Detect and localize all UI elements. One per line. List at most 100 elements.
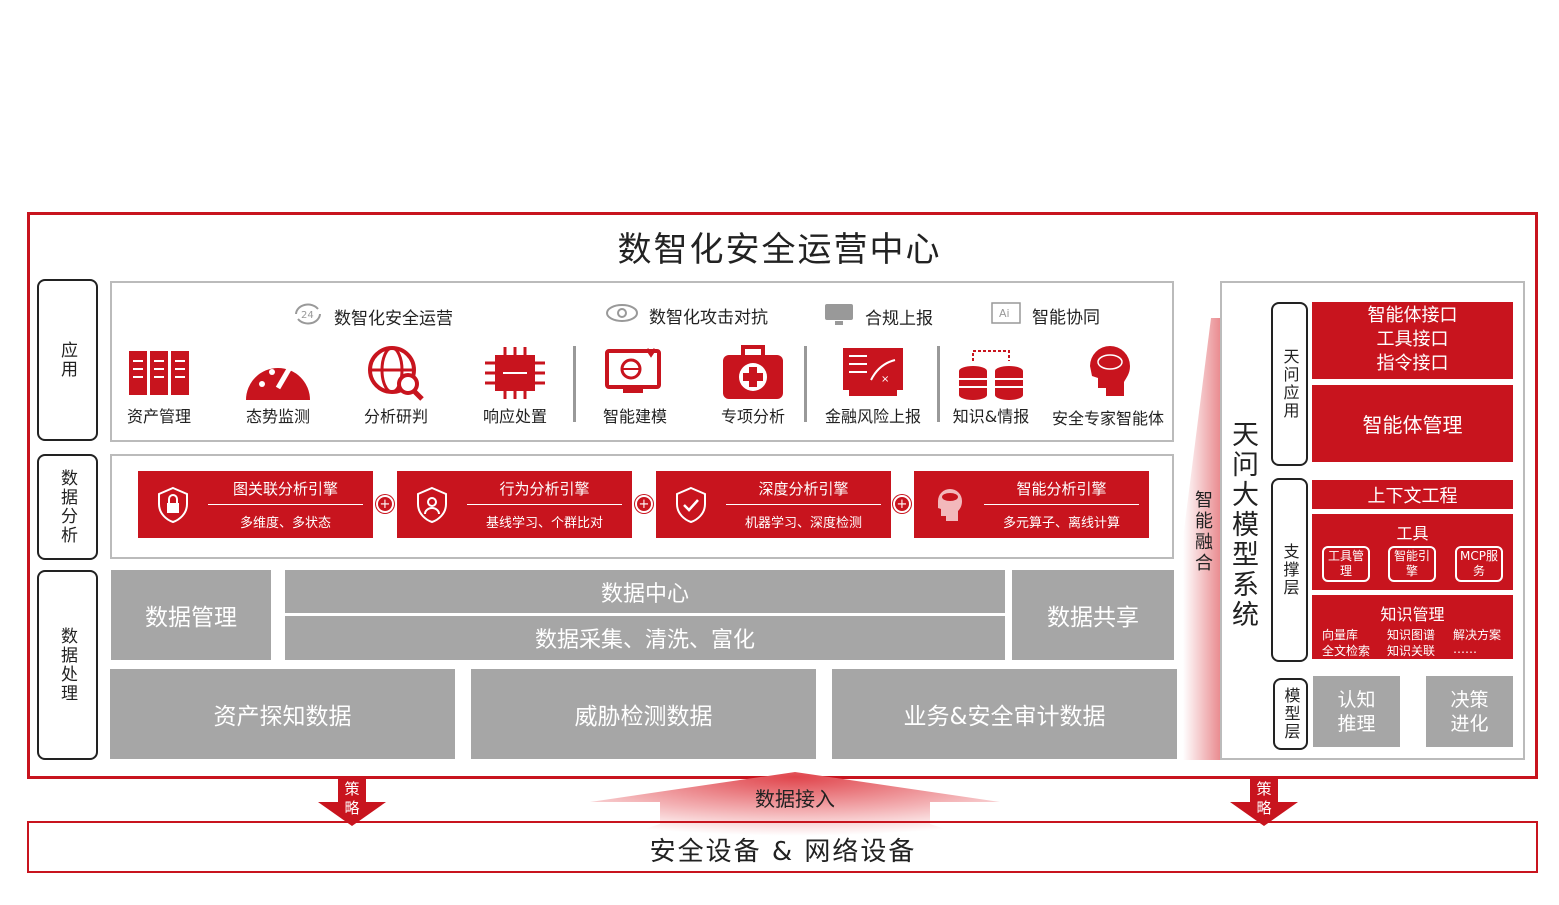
knowledge-box: 知识管理 向量库 知识图谱 解决方案 全文检索 知识关联 …… <box>1312 595 1513 659</box>
engine-desc: 多元算子、离线计算 <box>1002 516 1120 531</box>
app-asset-mgmt: 资产管理 <box>118 345 200 427</box>
engine-graph: 图关联分析引擎 多维度、多状态 <box>138 471 373 538</box>
board-icon: × <box>837 345 909 401</box>
engine-desc: 基线学习、个群比对 <box>485 516 603 531</box>
plus-icon: + <box>635 495 653 513</box>
tool-mcp: MCP服务 <box>1455 546 1503 582</box>
app-special: 专项分析 <box>712 345 794 427</box>
category-collab: Ai 智能协同 <box>990 301 1100 330</box>
gauge-icon <box>242 345 314 401</box>
layer-model: 模型层 <box>1273 678 1308 750</box>
device-bar <box>27 821 1538 873</box>
knowledge-item: 知识关联 <box>1387 644 1436 658</box>
plus-icon: + <box>893 495 911 513</box>
engine-name: 深度分析引擎 <box>726 478 881 505</box>
category-label: 数智化攻击对抗 <box>649 308 768 328</box>
category-label: 数智化安全运营 <box>334 309 453 329</box>
monitor-icon <box>823 301 855 332</box>
divider <box>573 346 576 422</box>
monitor-globe-icon <box>599 345 671 401</box>
knowledge-item: 全文检索 <box>1322 644 1371 658</box>
chip-icon <box>479 345 551 401</box>
audit-data: 业务&安全审计数据 <box>832 669 1177 759</box>
medical-kit-icon <box>717 345 789 401</box>
24h-cycle-icon: 24 <box>292 301 324 332</box>
threat-data: 威胁检测数据 <box>471 669 816 759</box>
app-label: 知识&情报 <box>952 407 1030 426</box>
app-response: 响应处置 <box>474 345 556 427</box>
context-eng: 上下文工程 <box>1312 480 1513 509</box>
engine-intelligent: 智能分析引擎 多元算子、离线计算 <box>914 471 1149 538</box>
head-ai-icon <box>914 485 984 525</box>
command-interface: 指令接口 <box>1376 353 1449 374</box>
knowledge-item: 向量库 <box>1322 628 1359 642</box>
engine-deep: 深度分析引擎 机器学习、深度检测 <box>656 471 891 538</box>
app-expert-agent: 安全专家智能体 <box>1042 345 1174 429</box>
category-label: 智能协同 <box>1032 308 1100 328</box>
app-knowledge: 知识&情报 <box>948 345 1034 427</box>
server-rack-icon <box>123 345 195 401</box>
engine-desc: 多维度、多状态 <box>239 516 331 531</box>
divider <box>804 346 807 422</box>
engine-desc: 机器学习、深度检测 <box>744 516 862 531</box>
eye-scan-icon <box>605 301 639 330</box>
shield-check-icon <box>656 486 726 524</box>
policy-label-right: 策略 <box>1256 780 1272 817</box>
engine-name: 智能分析引擎 <box>984 478 1139 505</box>
plus-icon: + <box>376 495 394 513</box>
category-compliance: 合规上报 <box>823 301 933 332</box>
agent-interface: 智能体接口 <box>1367 305 1458 326</box>
label-app: 应用 <box>37 279 98 441</box>
svg-text:Ai: Ai <box>999 307 1010 320</box>
app-label: 响应处置 <box>482 407 547 426</box>
app-label: 安全专家智能体 <box>1051 409 1164 428</box>
knowledge-item: 解决方案 <box>1453 628 1502 642</box>
engine-behavior: 行为分析引擎 基线学习、个群比对 <box>397 471 632 538</box>
asset-data: 资产探知数据 <box>110 669 455 759</box>
engine-name: 行为分析引擎 <box>467 478 622 505</box>
app-label: 智能建模 <box>602 407 667 426</box>
label-analysis: 数据分析 <box>37 454 98 560</box>
tool-interface: 工具接口 <box>1376 329 1449 350</box>
app-modeling: 智能建模 <box>594 345 676 427</box>
head-brain-icon <box>1072 345 1144 401</box>
label-processing: 数据处理 <box>37 570 98 760</box>
app-label: 专项分析 <box>720 407 785 426</box>
category-ops: 24 数智化安全运营 <box>292 301 453 332</box>
fusion-label: 智能融合 <box>1192 490 1213 574</box>
globe-search-icon <box>360 345 432 401</box>
app-analysis: 分析研判 <box>355 345 437 427</box>
shield-user-icon <box>397 486 467 524</box>
app-label: 分析研判 <box>363 407 428 426</box>
data-share: 数据共享 <box>1012 570 1174 660</box>
app-finance-report: × 金融风险上报 <box>815 345 931 427</box>
divider <box>937 346 940 422</box>
tools-box: 工具 工具管理 智能引擎 MCP服务 <box>1312 514 1513 590</box>
tool-engine: 智能引擎 <box>1388 546 1436 582</box>
data-center: 数据中心 <box>285 570 1005 613</box>
llm-title: 天问大模型系统 <box>1227 420 1258 630</box>
device-label: 安全设备 & 网络设备 <box>649 837 917 867</box>
data-collect: 数据采集、清洗、富化 <box>285 616 1005 660</box>
policy-arrow-right <box>1230 778 1298 826</box>
interfaces-box: 智能体接口 工具接口 指令接口 <box>1312 302 1513 379</box>
knowledge-item: 知识图谱 <box>1387 628 1436 642</box>
policy-label-left: 策略 <box>344 780 360 817</box>
svg-text:×: × <box>881 374 889 385</box>
svg-text:24: 24 <box>301 310 314 321</box>
app-panel <box>110 281 1174 442</box>
engine-name: 图关联分析引擎 <box>208 478 363 505</box>
database-icon <box>955 345 1027 401</box>
tool-mgmt: 工具管理 <box>1322 546 1370 582</box>
ai-icon: Ai <box>990 301 1022 330</box>
fusion-connector <box>1183 318 1231 760</box>
policy-arrow-left <box>318 778 386 826</box>
tools-title: 工具 <box>1396 524 1429 543</box>
decision: 决策进化 <box>1426 676 1513 747</box>
cognition: 认知推理 <box>1313 676 1400 747</box>
app-label: 资产管理 <box>126 407 191 426</box>
app-label: 金融风险上报 <box>824 407 921 426</box>
knowledge-title: 知识管理 <box>1380 605 1445 624</box>
knowledge-item: …… <box>1453 642 1477 656</box>
data-mgmt: 数据管理 <box>111 570 271 660</box>
